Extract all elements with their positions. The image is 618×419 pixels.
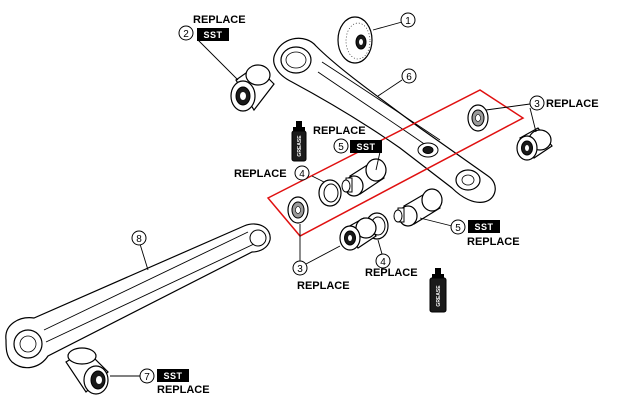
- label-replace-grease-upper: REPLACE: [313, 125, 366, 137]
- label-replace-4-lower: REPLACE: [365, 267, 418, 279]
- part-4-ring-upper: [318, 179, 342, 207]
- part-3-bushing-lower-outer: [339, 217, 377, 251]
- label-replace-7: REPLACE: [157, 384, 210, 396]
- part-2-bushing: [230, 64, 275, 112]
- part-3-bushing-upper-inner: [467, 104, 489, 132]
- part-3-bushing-upper-outer: [516, 127, 553, 161]
- part-1-washer: [337, 16, 373, 64]
- svg-text:5: 5: [338, 142, 344, 153]
- svg-text:GREASE: GREASE: [436, 285, 442, 307]
- svg-text:SST: SST: [163, 371, 182, 381]
- label-replace-2: REPLACE: [193, 14, 246, 26]
- svg-text:4: 4: [380, 257, 386, 268]
- svg-text:1: 1: [405, 16, 411, 27]
- svg-text:3: 3: [534, 99, 540, 110]
- svg-text:5: 5: [455, 223, 461, 234]
- svg-text:3: 3: [297, 264, 303, 275]
- svg-text:8: 8: [136, 234, 142, 245]
- svg-text:SST: SST: [356, 142, 375, 152]
- callout-5-lower: 5: [450, 219, 466, 235]
- svg-text:SST: SST: [203, 30, 222, 40]
- callout-1: 1: [400, 12, 416, 28]
- label-replace-4-upper: REPLACE: [234, 168, 287, 180]
- callout-3-upper: 3: [529, 95, 545, 111]
- svg-text:SST: SST: [474, 222, 493, 232]
- callout-2: 2: [178, 25, 194, 41]
- svg-text:2: 2: [183, 29, 189, 40]
- sst-badge-2: SST: [197, 28, 229, 41]
- label-replace-3-lower: REPLACE: [297, 280, 350, 292]
- svg-text:7: 7: [144, 372, 150, 383]
- callout-4-upper: 4: [294, 165, 310, 181]
- callout-4-lower: 4: [375, 253, 391, 269]
- svg-text:GREASE: GREASE: [297, 135, 303, 157]
- label-replace-3-upper: REPLACE: [546, 98, 599, 110]
- callout-5-upper: 5: [333, 138, 349, 154]
- svg-text:4: 4: [299, 169, 305, 180]
- sst-badge-7: SST: [157, 369, 189, 382]
- grease-can-lower: GREASE: [429, 268, 447, 313]
- label-replace-5-lower: REPLACE: [467, 236, 520, 248]
- part-5-pin-upper: [341, 151, 387, 197]
- sst-badge-5-lower: SST: [468, 220, 500, 233]
- callout-7: 7: [139, 368, 155, 384]
- part-8-lower-link: [5, 223, 271, 369]
- callout-6: 6: [401, 68, 417, 84]
- callout-8: 8: [131, 230, 147, 246]
- sst-badge-5-upper: SST: [350, 140, 382, 153]
- part-3-bushing-lower-inner: [287, 196, 309, 224]
- svg-text:6: 6: [406, 72, 412, 83]
- callout-3-lower: 3: [292, 260, 308, 276]
- part-5-pin-lower: [393, 188, 443, 227]
- highlight-box: [266, 89, 525, 237]
- part-7-bushing: [65, 347, 109, 395]
- grease-can-upper: GREASE: [291, 121, 307, 162]
